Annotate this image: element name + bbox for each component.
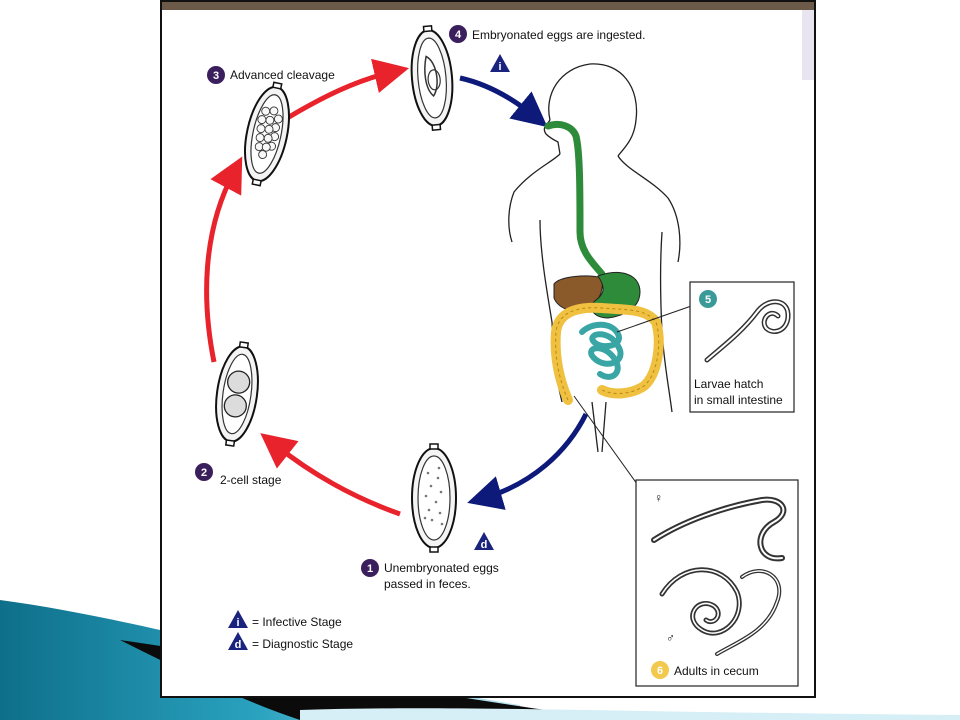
arrow-3-to-4 bbox=[282, 58, 410, 123]
stage-2-number: 2 bbox=[201, 467, 207, 479]
stage-5-badge bbox=[699, 290, 717, 308]
life-cycle-diagram: 1 Unembryonated eggs passed in feces. 2 … bbox=[162, 2, 814, 687]
stage-3-number: 3 bbox=[213, 70, 219, 82]
stage-1-label-line-1: Unembryonated eggs bbox=[384, 561, 499, 575]
legend-diagnostic-label: = Diagnostic Stage bbox=[252, 637, 353, 651]
legend-diagnostic-symbol bbox=[228, 632, 248, 650]
stage-2-label: 2-cell stage bbox=[220, 473, 282, 487]
stage-1-number: 1 bbox=[367, 563, 373, 575]
stage-5-label-line-2: in small intestine bbox=[694, 393, 783, 407]
arrow-1-to-2 bbox=[260, 433, 401, 517]
stage-1-badge bbox=[361, 559, 379, 577]
diagnostic-stage-marker bbox=[474, 532, 494, 550]
arrow-4-to-human bbox=[459, 75, 548, 128]
legend-infective-symbol bbox=[228, 610, 248, 628]
stage-3-label: Advanced cleavage bbox=[230, 68, 335, 82]
stage-6-badge bbox=[651, 661, 669, 679]
human-torso bbox=[508, 153, 681, 263]
egg-stage-2 bbox=[215, 341, 259, 447]
female-symbol: ♀ bbox=[654, 491, 663, 505]
stage-4-label: Embryonated eggs are ingested. bbox=[472, 28, 645, 42]
human-head bbox=[548, 63, 638, 157]
light-swoosh bbox=[300, 708, 960, 720]
stage-4-badge bbox=[449, 25, 467, 43]
esophagus bbox=[544, 120, 606, 278]
life-cycle-figure: 1 Unembryonated eggs passed in feces. 2 … bbox=[160, 0, 816, 698]
right-edge-strip bbox=[802, 10, 814, 80]
stage-4-number: 4 bbox=[455, 29, 462, 41]
diagnostic-stage-marker-letter: d bbox=[481, 539, 488, 551]
male-symbol: ♂ bbox=[666, 631, 675, 645]
top-photo-strip bbox=[162, 2, 814, 10]
adult-worms-drawing bbox=[651, 496, 787, 656]
legend: i = Infective Stage d = Diagnostic Stage bbox=[228, 610, 353, 651]
egg-stage-1 bbox=[411, 443, 457, 553]
stage-6-label: Adults in cecum bbox=[674, 664, 759, 678]
egg-stage-4 bbox=[410, 25, 454, 131]
small-intestine bbox=[579, 321, 624, 380]
stage-1-label-line-2: passed in feces. bbox=[384, 577, 471, 591]
human-figure bbox=[508, 63, 681, 453]
stage-6-number: 6 bbox=[657, 665, 663, 677]
legend-infective-label: = Infective Stage bbox=[252, 615, 342, 629]
infective-stage-marker bbox=[490, 54, 510, 72]
pointer-line-stage-5 bbox=[616, 303, 698, 333]
stage-3-badge bbox=[207, 66, 225, 84]
stage-5-label-line-1: Larvae hatch bbox=[694, 377, 763, 391]
stage-5-number: 5 bbox=[705, 294, 711, 306]
colon-outline bbox=[555, 307, 660, 401]
stage-2-badge bbox=[195, 463, 213, 481]
arrow-2-to-3 bbox=[204, 156, 243, 363]
egg-stage-3 bbox=[244, 81, 290, 187]
infective-stage-marker-letter: i bbox=[498, 61, 501, 73]
legend-infective-letter: i bbox=[236, 617, 239, 629]
arrow-human-to-1 bbox=[467, 412, 589, 510]
legend-diagnostic-letter: d bbox=[235, 639, 242, 651]
